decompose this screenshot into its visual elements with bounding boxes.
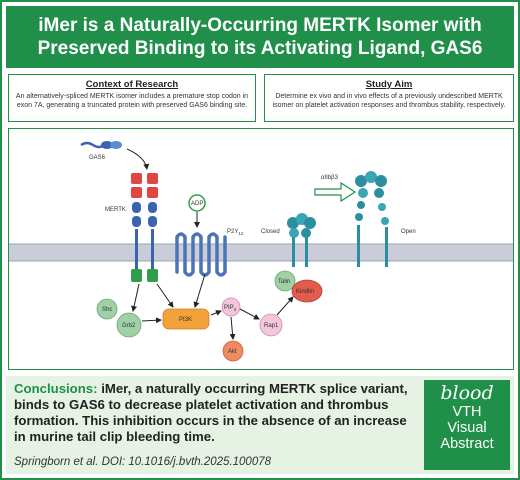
signaling-diagram: GAS6 MERTK ADP (8, 128, 514, 370)
aiibb3-label: αIIbβ3 (321, 175, 339, 181)
p2y12-label: P2Y12 (227, 229, 244, 236)
mertk-receptor (131, 173, 158, 282)
pip3-label: PIP3 (224, 305, 237, 312)
grb2-node (116, 312, 142, 338)
pi3k-node (162, 308, 210, 330)
open-label: Open (401, 229, 416, 235)
akt-node (222, 340, 244, 362)
logo-line-vth: VTH (452, 404, 482, 420)
grb2-label: Grb2 (122, 323, 136, 329)
page-title: iMer is a Naturally-Occurring MERTK Isom… (6, 6, 514, 68)
aim-text: Determine ex vivo and in vivo effects of… (272, 93, 506, 109)
shc-label: Shc (102, 307, 112, 313)
closed-label: Closed (261, 229, 280, 235)
gas6-ligand (80, 141, 122, 149)
mertk-label: MERTK (105, 207, 126, 213)
logo-line-abstract: Abstract (440, 436, 494, 452)
citation: Springborn et al. DOI: 10.1016/j.bvth.20… (14, 456, 272, 468)
p2y12-receptor (175, 232, 227, 277)
conclusions-panel: Conclusions: iMer, a naturally occurring… (6, 376, 514, 474)
context-heading: Context of Research (85, 79, 179, 90)
pip3-node (221, 297, 241, 317)
akt-label: Akt (228, 349, 237, 355)
kindlin-label: Kindlin (296, 289, 314, 295)
adp-label: ADP (191, 201, 203, 207)
pathway-illustration: GAS6 MERTK ADP (9, 141, 513, 362)
conclusions-body: iMer, a naturally occurring MERTK splice… (14, 381, 408, 444)
rap1-label: Rap1 (264, 323, 279, 329)
activation-arrow (314, 181, 357, 203)
conclusions-text: Conclusions: iMer, a naturally occurring… (14, 381, 419, 445)
aim-panel: Study Aim Determine ex vivo and in vivo … (264, 74, 514, 122)
context-panel: Context of Research An alternatively-spl… (8, 74, 256, 122)
cell-membrane (9, 244, 513, 261)
adp-molecule (188, 194, 206, 212)
logo-brand: blood (440, 382, 494, 404)
journal-logo: blood VTH Visual Abstract (424, 380, 510, 470)
aim-heading: Study Aim (365, 79, 413, 90)
talin-node (274, 270, 296, 292)
context-text: An alternatively-spliced MERTK isomer in… (15, 93, 249, 109)
integrin-closed (287, 213, 316, 267)
pi3k-label: PI3K (179, 317, 192, 323)
gas6-label: GAS6 (89, 155, 106, 161)
shc-node (96, 298, 118, 320)
integrin-open (355, 171, 389, 267)
kindlin-node (291, 279, 323, 303)
rap1-node (259, 313, 283, 337)
conclusions-heading: Conclusions: (14, 381, 98, 396)
talin-label: Talin (278, 279, 290, 285)
logo-line-visual: Visual (447, 420, 487, 436)
